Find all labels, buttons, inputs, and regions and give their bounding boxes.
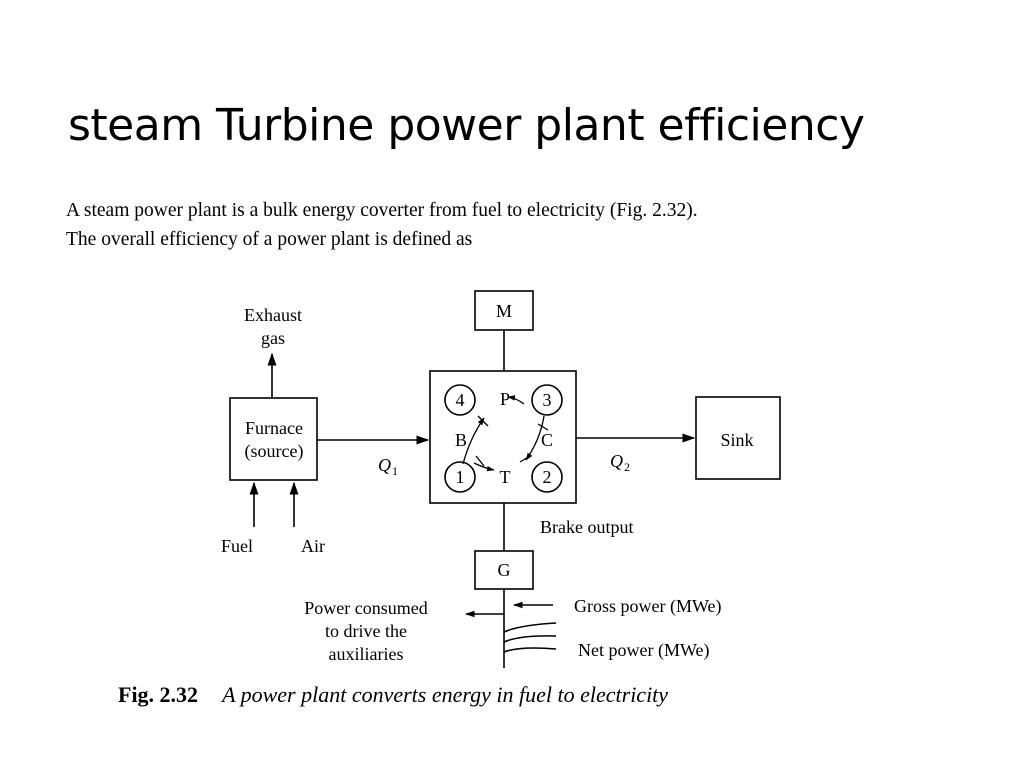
q2-subscript: 2 [624,460,630,474]
sink-box [695,396,781,480]
component-b-label: B [455,430,467,450]
intro-line-1: A steam power plant is a bulk energy cov… [66,200,698,221]
cycle-arc-t [473,462,495,472]
state-2-label: 2 [543,467,552,487]
gross-power-label: Gross power (MWe) [574,596,722,617]
brake-output-label: Brake output [540,517,633,537]
component-c-label: C [541,430,553,450]
fuel-label: Fuel [221,536,253,556]
exhaust-label-2: gas [261,328,285,348]
q1-label: Q [378,455,391,475]
net-power-label: Net power (MWe) [578,640,710,661]
tick-t [475,455,485,467]
exhaust-label-1: Exhaust [244,305,302,325]
aux-label-3: auxiliaries [329,644,404,664]
furnace-label-1: Furnace [245,418,303,438]
state-1-label: 1 [456,467,465,487]
state-1-circle [444,461,476,493]
state-3-label: 3 [543,390,552,410]
component-p-label: P [500,389,510,409]
furnace-label-2: (source) [245,441,304,462]
sink-label: Sink [720,430,753,450]
g-label: G [498,560,511,580]
q1-subscript: 1 [392,464,398,478]
cycle-arc-b [462,417,485,465]
figure-number: Fig. 2.32 [118,682,199,707]
state-4-label: 4 [456,390,465,410]
cycle-box [429,370,577,504]
state-3-circle [531,384,563,416]
intro-line-2: The overall efficiency of a power plant … [66,229,473,250]
aux-label-1: Power consumed [304,598,427,618]
tick-b [477,415,489,427]
tick-p [519,455,531,463]
net-power-lines [503,622,557,653]
tick-c [537,423,549,431]
intro-paragraph: A steam power plant is a bulk energy cov… [66,196,966,254]
air-label: Air [301,536,325,556]
cycle-arc-p [507,395,525,405]
q2-label: Q [610,451,623,471]
state-2-circle [531,461,563,493]
m-label: M [496,301,512,321]
furnace-box [229,397,318,481]
aux-label-2: to drive the [325,621,407,641]
slide-title: steam Turbine power plant efficiency [68,100,865,151]
component-t-label: T [500,467,511,487]
figure-caption-text: A power plant converts energy in fuel to… [222,682,669,707]
figure-caption: Fig. 2.32 A power plant converts energy i… [118,682,668,708]
state-4-circle [444,384,476,416]
